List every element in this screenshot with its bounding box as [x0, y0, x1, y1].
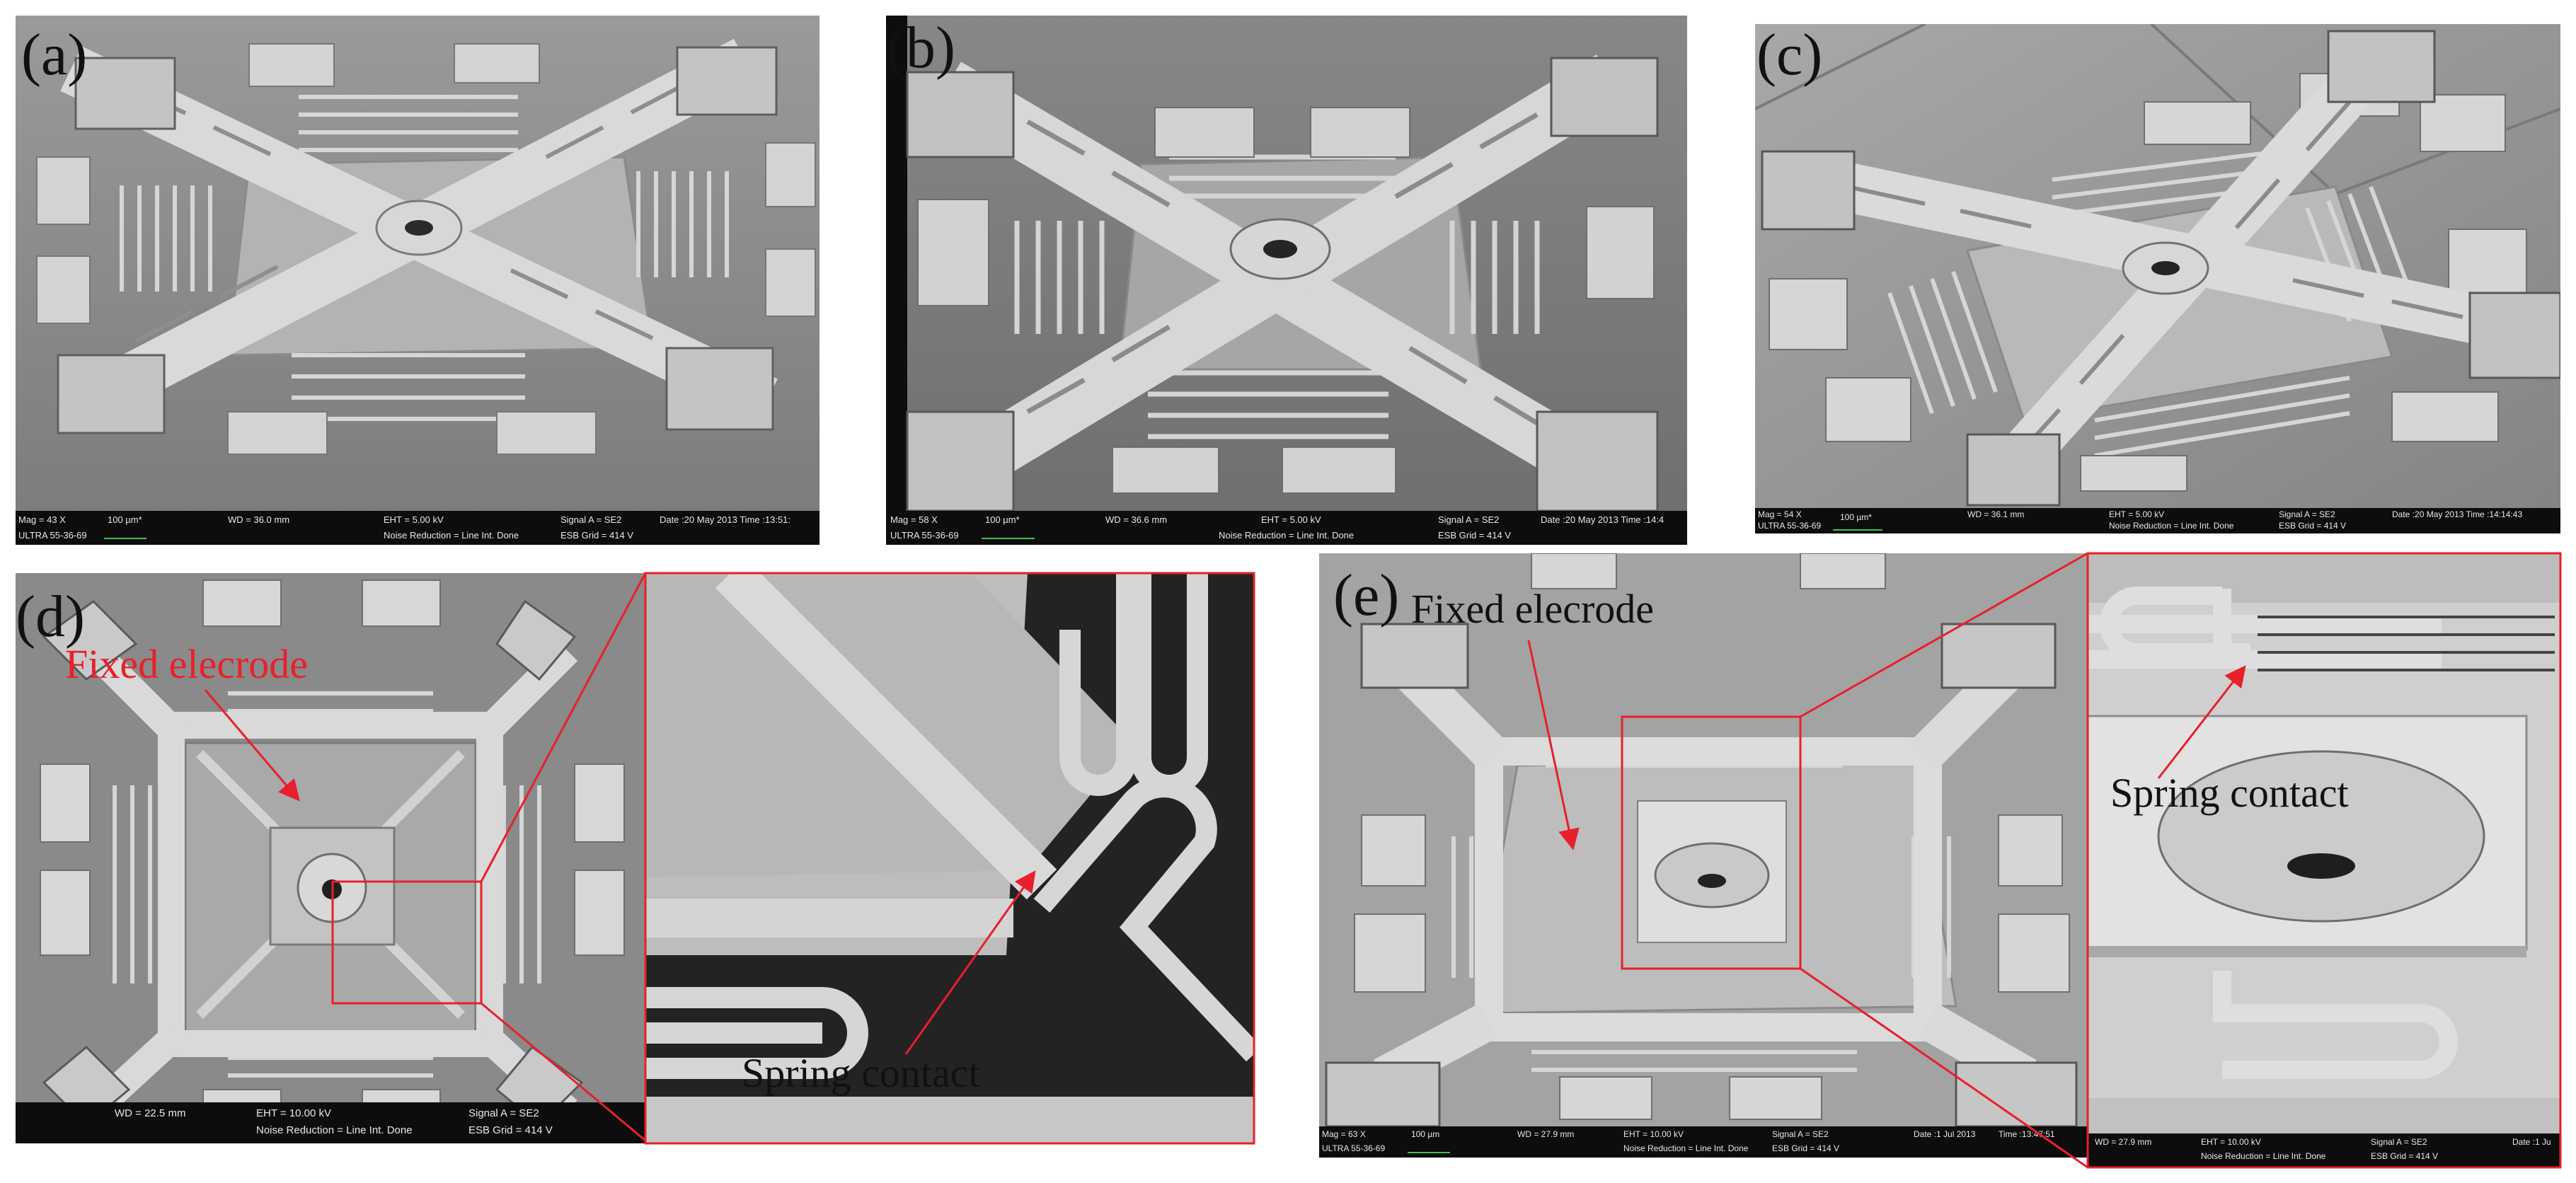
sem-signal: Signal A = SE2 [2371, 1137, 2427, 1147]
sem-signal: Signal A = SE2 [1772, 1129, 1829, 1139]
sem-time: Time :13:47:51 [1999, 1129, 2055, 1139]
sem-noise: Noise Reduction = Line Int. Done [2109, 521, 2234, 531]
sem-info-bar-e-zoom: WD = 27.9 mm EHT = 10.00 kV Signal A = S… [2088, 1133, 2560, 1167]
sem-panel-b: Mag = 58 X 100 µm* WD = 36.6 mm EHT = 5.… [886, 16, 1687, 545]
sem-id: ULTRA 55-36-69 [890, 530, 959, 541]
sem-info-bar-d: WD = 22.5 mm EHT = 10.00 kV Signal A = S… [16, 1102, 645, 1143]
sem-panel-e: Mag = 63 X 100 µm WD = 27.9 mm EHT = 10.… [1319, 553, 2089, 1158]
sem-esb: ESB Grid = 414 V [2279, 521, 2347, 531]
sem-scale-bar [982, 538, 1035, 539]
sem-working-distance: WD = 36.6 mm [1105, 514, 1168, 525]
sem-id: ULTRA 55-36-69 [1758, 521, 1822, 531]
sem-scale-bar [1833, 529, 1882, 531]
panel-label-b: (b) [886, 16, 955, 81]
sem-signal: Signal A = SE2 [2279, 509, 2335, 519]
sem-signal: Signal A = SE2 [1438, 514, 1500, 525]
sem-eht: EHT = 5.00 kV [2109, 509, 2165, 519]
sem-mag: Mag = 54 X [1758, 509, 1802, 519]
mems-device-image-c [1755, 24, 2560, 508]
sem-panel-a: Mag = 43 X 100 µm* WD = 36.0 mm EHT = 5.… [16, 16, 820, 545]
sem-noise: Noise Reduction = Line Int. Done [1219, 530, 1355, 541]
panel-label-e: (e) [1333, 562, 1400, 628]
sem-info-bar-a: Mag = 43 X 100 µm* WD = 36.0 mm EHT = 5.… [16, 511, 820, 545]
sem-working-distance: WD = 36.1 mm [1967, 509, 2025, 519]
sem-noise: Noise Reduction = Line Int. Done [384, 530, 519, 541]
sem-esb: ESB Grid = 414 V [560, 530, 633, 541]
sem-signal: Signal A = SE2 [468, 1107, 539, 1119]
sem-working-distance: WD = 27.9 mm [1517, 1129, 1575, 1139]
spring-contact-label: Spring contact [742, 1050, 980, 1096]
sem-date: Date :20 May 2013 Time :14:4 [1541, 514, 1664, 525]
sem-id: ULTRA 55-36-69 [1322, 1143, 1386, 1153]
panel-label-d: (d) [16, 584, 85, 650]
sem-scale-label: 100 µm* [108, 514, 142, 525]
mems-device-image-b [906, 16, 1687, 519]
panel-label-a: (a) [21, 22, 88, 88]
sem-esb: ESB Grid = 414 V [1772, 1143, 1840, 1153]
panel-label-c: (c) [1756, 24, 1823, 88]
mems-device-image-e [1319, 553, 2089, 1126]
sem-id: ULTRA 55-36-69 [18, 530, 87, 541]
sem-info-bar-b: Mag = 58 X 100 µm* WD = 36.6 mm EHT = 5.… [886, 511, 1687, 545]
sem-eht: EHT = 5.00 kV [1261, 514, 1321, 525]
spring-contact-closeup-e [2088, 553, 2560, 1133]
spring-contact-label: Spring contact [2110, 770, 2349, 816]
sem-scale-label: 100 µm [1411, 1129, 1440, 1139]
sem-eht: EHT = 10.00 kV [256, 1107, 332, 1119]
sem-panel-e-zoom: WD = 27.9 mm EHT = 10.00 kV Signal A = S… [2088, 553, 2560, 1167]
sem-scale-bar [104, 538, 146, 539]
sem-eht: EHT = 10.00 kV [2201, 1137, 2261, 1147]
sem-mag: Mag = 63 X [1322, 1129, 1366, 1139]
sem-noise: Noise Reduction = Line Int. Done [256, 1124, 413, 1136]
sem-noise: Noise Reduction = Line Int. Done [1623, 1143, 1749, 1153]
sem-scale-bar [1408, 1152, 1450, 1153]
sem-signal: Signal A = SE2 [560, 514, 622, 525]
sem-esb: ESB Grid = 414 V [1438, 530, 1511, 541]
sem-esb: ESB Grid = 414 V [468, 1124, 553, 1136]
sem-panel-d-zoom: Spring contact [645, 573, 1254, 1143]
sem-date: Date :20 May 2013 Time :13:51: [660, 514, 790, 525]
sem-mag: Mag = 58 X [890, 514, 938, 525]
sem-panel-c: Mag = 54 X 100 µm* WD = 36.1 mm EHT = 5.… [1755, 24, 2560, 533]
sem-esb: ESB Grid = 414 V [2371, 1151, 2439, 1161]
sem-info-bar-c: Mag = 54 X 100 µm* WD = 36.1 mm EHT = 5.… [1755, 508, 2560, 533]
sem-noise: Noise Reduction = Line Int. Done [2201, 1151, 2326, 1161]
sem-scale-label: 100 µm* [1840, 512, 1872, 522]
sem-mag: Mag = 43 X [18, 514, 66, 525]
fixed-electrode-label: Fixed elecrode [65, 641, 309, 687]
sem-date: Date :20 May 2013 Time :14:14:43 [2392, 509, 2523, 519]
sem-working-distance: WD = 22.5 mm [115, 1107, 186, 1119]
sem-panel-d: WD = 22.5 mm EHT = 10.00 kV Signal A = S… [16, 573, 645, 1143]
sem-scale-label: 100 µm* [985, 514, 1020, 525]
sem-eht: EHT = 10.00 kV [1623, 1129, 1684, 1139]
sem-working-distance: WD = 36.0 mm [228, 514, 290, 525]
sem-date: Date :1 Ju [2512, 1137, 2551, 1147]
sem-working-distance: WD = 27.9 mm [2095, 1137, 2152, 1147]
sem-info-bar-e: Mag = 63 X 100 µm WD = 27.9 mm EHT = 10.… [1319, 1126, 2089, 1158]
mems-device-image-a [16, 16, 820, 519]
sem-date: Date :1 Jul 2013 [1914, 1129, 1976, 1139]
fixed-electrode-label: Fixed elecrode [1411, 586, 1655, 632]
sem-eht: EHT = 5.00 kV [384, 514, 444, 525]
